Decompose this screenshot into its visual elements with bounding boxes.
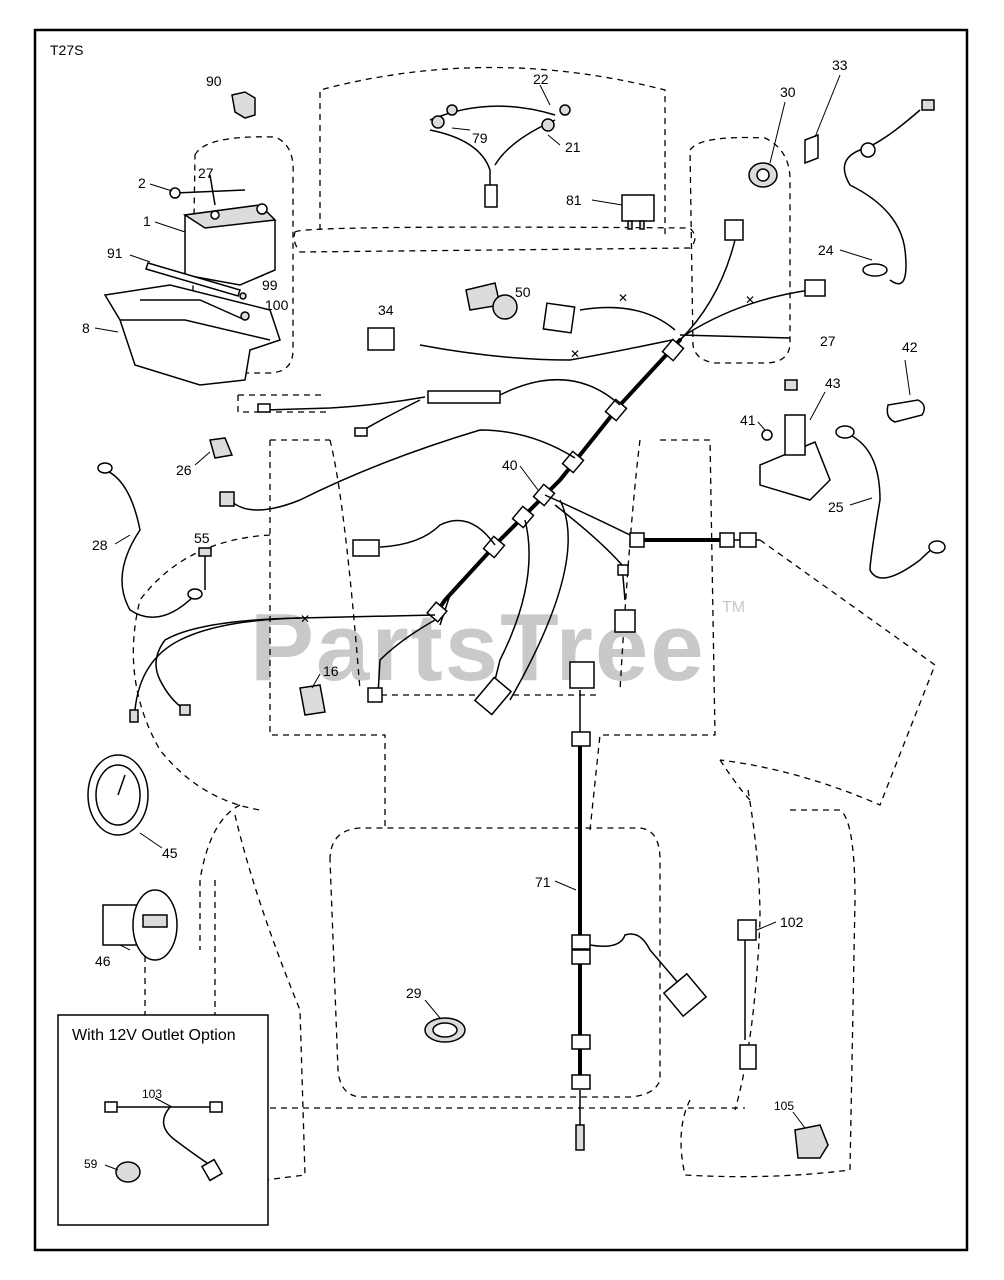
- label-33: 33: [832, 57, 848, 73]
- label-42: 42: [902, 339, 918, 355]
- outlet-option-inset: With 12V Outlet Option: [57, 1014, 269, 1226]
- svg-text:✕: ✕: [570, 347, 580, 361]
- label-40: 40: [502, 457, 518, 473]
- label-30: 30: [780, 84, 796, 100]
- label-46: 46: [95, 953, 111, 969]
- watermark-trademark: TM: [722, 599, 745, 616]
- label-34: 34: [378, 302, 394, 318]
- label-45: 45: [162, 845, 178, 861]
- label-27a: 27: [198, 165, 214, 181]
- label-26: 26: [176, 462, 192, 478]
- label-25: 25: [828, 499, 844, 515]
- label-43: 43: [825, 375, 841, 391]
- label-8: 8: [82, 320, 90, 336]
- svg-text:✕: ✕: [300, 612, 310, 626]
- label-100: 100: [265, 297, 289, 313]
- diagram-frame: [33, 28, 969, 1252]
- label-59: 59: [84, 1157, 98, 1171]
- label-91: 91: [107, 245, 123, 261]
- label-28: 28: [92, 537, 108, 553]
- label-71: 71: [535, 874, 551, 890]
- label-41: 41: [740, 412, 756, 428]
- label-102: 102: [780, 914, 804, 930]
- label-16: 16: [323, 663, 339, 679]
- inset-title: With 12V Outlet Option: [72, 1027, 236, 1044]
- label-50: 50: [515, 284, 531, 300]
- svg-text:✕: ✕: [745, 293, 755, 307]
- label-21: 21: [565, 139, 581, 155]
- parts: [87, 91, 946, 1159]
- label-27b: 27: [820, 333, 836, 349]
- diagram-code: T27S: [50, 42, 83, 58]
- label-22: 22: [533, 71, 549, 87]
- leader-lines: [94, 74, 911, 1171]
- callout-labels: T27S 90 27 2 1 91 99 100 8 22 79 21 81 3…: [50, 42, 918, 1171]
- svg-text:✕: ✕: [618, 291, 628, 305]
- body-outlines: [132, 66, 936, 1181]
- label-81: 81: [566, 192, 582, 208]
- label-55: 55: [194, 530, 210, 546]
- label-103: 103: [142, 1087, 162, 1101]
- label-29: 29: [406, 985, 422, 1001]
- label-99: 99: [262, 277, 278, 293]
- label-2: 2: [138, 175, 146, 191]
- label-105: 105: [774, 1099, 794, 1113]
- label-90: 90: [206, 73, 222, 89]
- main-harness: ✕ ✕ ✕ ✕: [129, 239, 811, 723]
- label-1: 1: [143, 213, 151, 229]
- label-24: 24: [818, 242, 834, 258]
- label-79: 79: [472, 130, 488, 146]
